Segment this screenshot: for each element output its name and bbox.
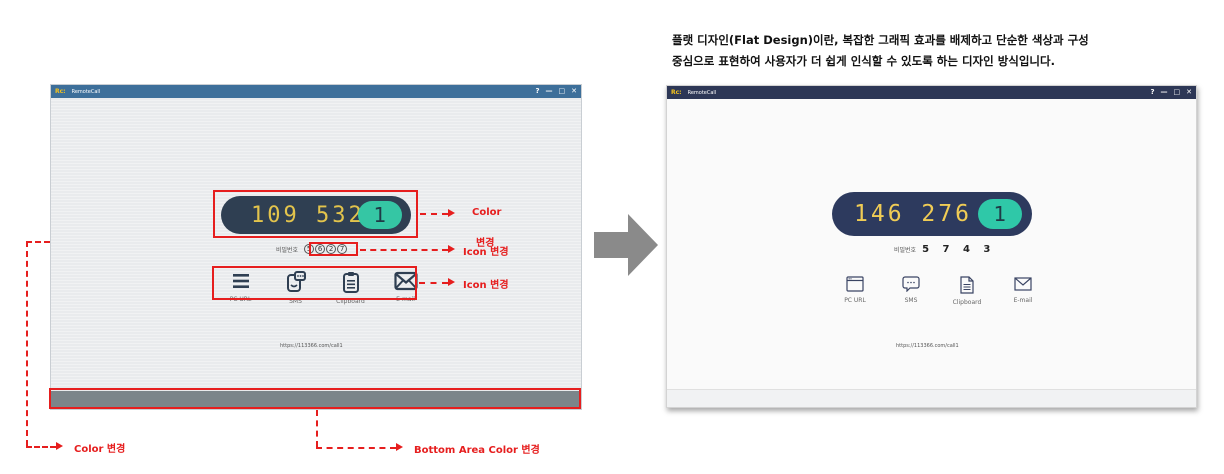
session-badge[interactable]: 1 xyxy=(978,199,1022,229)
help-button[interactable]: ? xyxy=(1150,88,1155,96)
after-window: Rc: RemoteCall ? — □ ✕ 146 276 1 비밀번호 5 … xyxy=(666,85,1197,408)
session-badge[interactable]: 1 xyxy=(358,201,402,229)
clipboard-label: Clipboard xyxy=(336,298,365,305)
arrowhead-icon xyxy=(448,245,455,253)
icons-pointer-line xyxy=(419,282,448,284)
clipboard-icon xyxy=(342,272,359,293)
email-label: E-mail xyxy=(1013,297,1033,304)
maximize-button[interactable]: □ xyxy=(558,87,566,95)
color-left-vertical-line xyxy=(26,241,28,446)
bottom-highlight-box xyxy=(49,388,581,409)
connection-code-pill: 146 276 1 xyxy=(832,192,1032,236)
minimize-button[interactable]: — xyxy=(545,87,553,95)
bottom-area-annotation: Bottom Area Color 변경 xyxy=(414,445,540,456)
description-line-1: 플랫 디자인(Flat Design)이란, 복잡한 그래픽 효과를 배제하고 … xyxy=(672,33,1089,47)
chat-bubble-icon xyxy=(902,276,920,292)
password-row: 비밀번호 5 7 4 3 xyxy=(894,244,995,255)
envelope-icon xyxy=(1014,277,1032,291)
color-left-bottom-line xyxy=(26,446,56,448)
bottom-area xyxy=(667,389,1196,407)
color-pointer-line xyxy=(420,213,448,215)
help-button[interactable]: ? xyxy=(535,87,540,95)
icon-change-annotation-2: Icon 변경 xyxy=(463,280,509,291)
password-label: 비밀번호 xyxy=(894,247,917,254)
clipboard-button[interactable]: Clipboard xyxy=(939,276,995,306)
transform-arrow-icon xyxy=(594,214,658,276)
sms-button[interactable]: SMS xyxy=(883,276,939,306)
icons-highlight-box xyxy=(212,266,417,300)
close-button[interactable]: ✕ xyxy=(571,87,577,95)
password-highlight-box xyxy=(309,242,358,256)
clipboard-button[interactable]: Clipboard xyxy=(323,271,378,305)
app-title: RemoteCall xyxy=(687,89,717,96)
password-digit: 7 xyxy=(337,244,348,254)
pc-url-button[interactable]: PC URL xyxy=(827,276,883,306)
app-logo: Rc: xyxy=(671,89,682,96)
menu-lines-icon xyxy=(232,274,249,288)
color-change-annotation: Color 변경 xyxy=(74,444,126,455)
titlebar: Rc: RemoteCall ? — □ ✕ xyxy=(51,85,581,98)
call-url-link[interactable]: https://113366.com/call1 xyxy=(896,343,959,349)
description-text: 플랫 디자인(Flat Design)이란, 복잡한 그래픽 효과를 배제하고 … xyxy=(672,30,1089,72)
document-icon xyxy=(960,276,974,294)
description-line-2: 중심으로 표현하여 사용자가 더 쉽게 인식할 수 있도록 하는 디자인 방식입… xyxy=(672,54,1055,68)
color-annotation: Color xyxy=(472,207,502,218)
color-highlight-box xyxy=(213,190,418,238)
connection-code: 146 276 xyxy=(854,201,972,227)
password-label: 비밀번호 xyxy=(276,246,299,254)
browser-window-icon xyxy=(846,276,864,292)
bottom-horizontal-line xyxy=(316,447,396,449)
call-url-link[interactable]: https://113366.com/call1 xyxy=(280,343,343,349)
sms-button[interactable]: SMS xyxy=(268,271,323,305)
minimize-button[interactable]: — xyxy=(1160,88,1168,96)
app-title: RemoteCall xyxy=(71,88,101,95)
sms-label: SMS xyxy=(289,298,302,305)
maximize-button[interactable]: □ xyxy=(1173,88,1181,96)
password-digit: 6 xyxy=(315,244,326,254)
arrowhead-icon xyxy=(448,278,455,286)
close-button[interactable]: ✕ xyxy=(1186,88,1192,96)
action-icons: PC URL SMS Clipboard E-mail xyxy=(827,276,1051,306)
icon-change-top-annotation: 변경 xyxy=(476,238,495,249)
color-left-top-line xyxy=(26,241,50,243)
password-digits: 5 7 4 3 xyxy=(922,244,996,255)
bottom-area xyxy=(51,391,581,409)
arrowhead-icon xyxy=(396,443,403,451)
before-window: Rc: RemoteCall ? — □ ✕ 109 532 1 비밀번호 5 … xyxy=(50,84,582,410)
password-digit: 2 xyxy=(326,244,337,254)
password-pointer-line xyxy=(360,249,448,251)
email-button[interactable]: E-mail xyxy=(995,276,1051,306)
app-logo: Rc: xyxy=(55,88,66,95)
bottom-vertical-line xyxy=(316,410,318,447)
pc-url-label: PC URL xyxy=(844,297,866,304)
connection-code-pill: 109 532 1 xyxy=(221,196,411,234)
titlebar: Rc: RemoteCall ? — □ ✕ xyxy=(667,86,1196,99)
arrowhead-icon xyxy=(56,442,63,450)
connection-code: 109 532 xyxy=(251,202,365,228)
phone-chat-icon xyxy=(286,271,306,292)
arrowhead-icon xyxy=(448,209,455,217)
sms-label: SMS xyxy=(904,297,918,304)
icon-change-annotation-1: Icon 변경 xyxy=(463,247,509,258)
clipboard-label: Clipboard xyxy=(952,299,982,306)
